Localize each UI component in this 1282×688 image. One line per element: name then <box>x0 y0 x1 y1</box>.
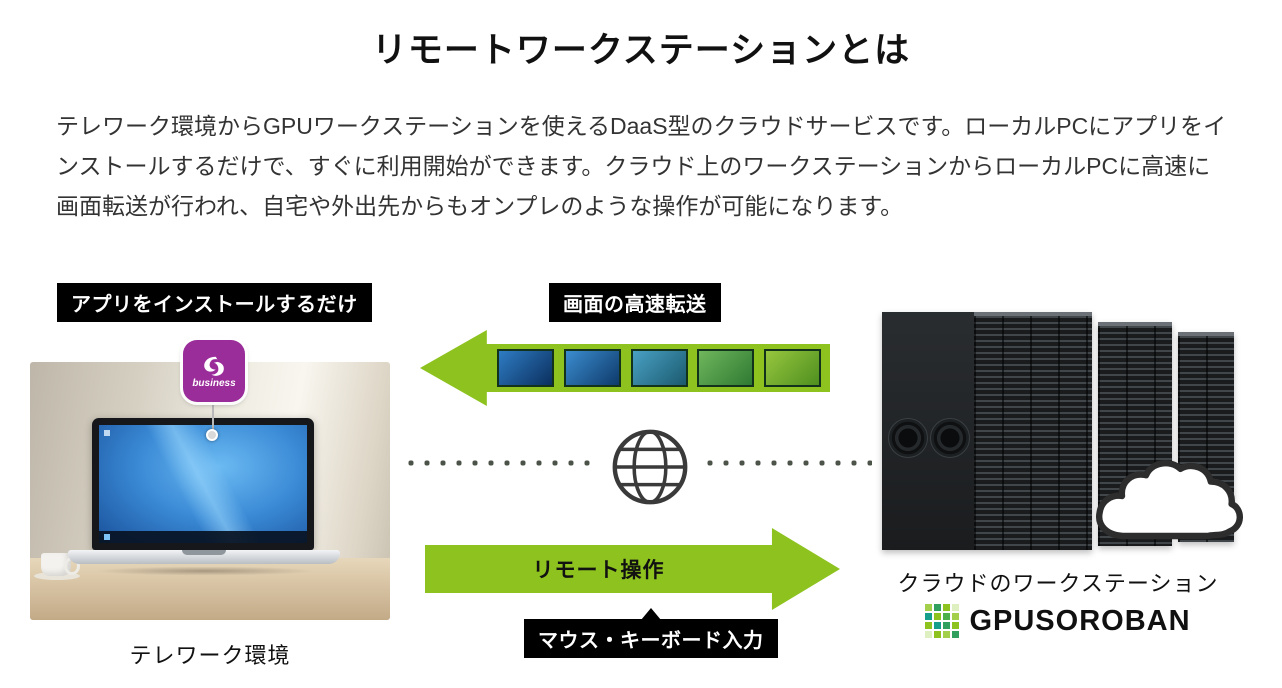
laptop-base <box>68 550 340 564</box>
desktop-icon <box>104 430 110 436</box>
screen-transfer-label: 画面の高速転送 <box>549 283 721 322</box>
logo-cell <box>934 604 942 611</box>
laptop-photo <box>30 362 390 620</box>
server-cabinet-front <box>882 312 1092 550</box>
install-app-label: アプリをインストールするだけ <box>57 283 372 322</box>
logo-cell <box>952 631 960 638</box>
logo-cell <box>934 622 942 629</box>
saucer <box>34 572 80 580</box>
remote-control-arrow: リモート操作 <box>425 528 840 610</box>
logo-cell <box>943 613 951 620</box>
logo-cell <box>925 631 933 638</box>
windows-start-icon <box>104 534 110 540</box>
logo-cell <box>925 613 933 620</box>
cloud-icon <box>1096 460 1243 540</box>
laptop-shadow <box>60 565 350 577</box>
dotted-line-left <box>403 460 597 466</box>
gpusoroban-logo-mark <box>925 604 960 638</box>
logo-cell <box>943 604 951 611</box>
logo-cell <box>925 622 933 629</box>
light-beam <box>99 425 307 543</box>
badge-pointer-dot <box>206 429 218 441</box>
badge-business-text: business <box>192 377 236 389</box>
page-title: リモートワークステーションとは <box>371 31 911 70</box>
logo-cell <box>934 613 942 620</box>
mouse-keyboard-label: マウス・キーボード入力 <box>524 619 778 658</box>
logo-cell <box>943 622 951 629</box>
screen-transfer-arrow <box>420 330 830 406</box>
server-grille <box>974 316 1092 550</box>
desk <box>30 558 390 620</box>
logo-cell <box>952 604 960 611</box>
logo-cell <box>943 631 951 638</box>
gpusoroban-logo-text: GPUSOROBAN <box>969 604 1191 637</box>
screen-thumbnail <box>630 349 688 387</box>
windows-wallpaper <box>99 425 307 543</box>
telework-caption: テレワーク環境 <box>129 643 291 668</box>
screen-thumbnails <box>497 349 821 387</box>
server-side-panel <box>882 312 974 550</box>
fan-icon <box>888 418 928 458</box>
screen-thumbnail <box>563 349 621 387</box>
splashtop-icon <box>204 356 224 376</box>
taskbar <box>99 531 307 543</box>
gpusoroban-logo: GPUSOROBAN <box>880 604 1236 638</box>
screen-thumbnail <box>764 349 821 387</box>
logo-cell <box>952 622 960 629</box>
cloud-workstation-caption: クラウドのワークステーション <box>897 571 1219 596</box>
logo-cell <box>952 613 960 620</box>
logo-cell <box>934 631 942 638</box>
screen-thumbnail <box>697 349 755 387</box>
remote-control-label: リモート操作 <box>532 559 665 582</box>
globe-icon <box>612 429 688 505</box>
badge-pointer-line <box>212 402 214 434</box>
laptop-screen <box>92 418 314 550</box>
fan-icon <box>930 418 970 458</box>
intro-paragraph: テレワーク環境からGPUワークステーションを使えるDaaS型のクラウドサービスで… <box>56 113 1227 219</box>
screen-thumbnail <box>497 349 554 387</box>
logo-cell <box>925 604 933 611</box>
dotted-line-right <box>702 460 872 466</box>
splashtop-business-badge: business <box>183 340 245 402</box>
